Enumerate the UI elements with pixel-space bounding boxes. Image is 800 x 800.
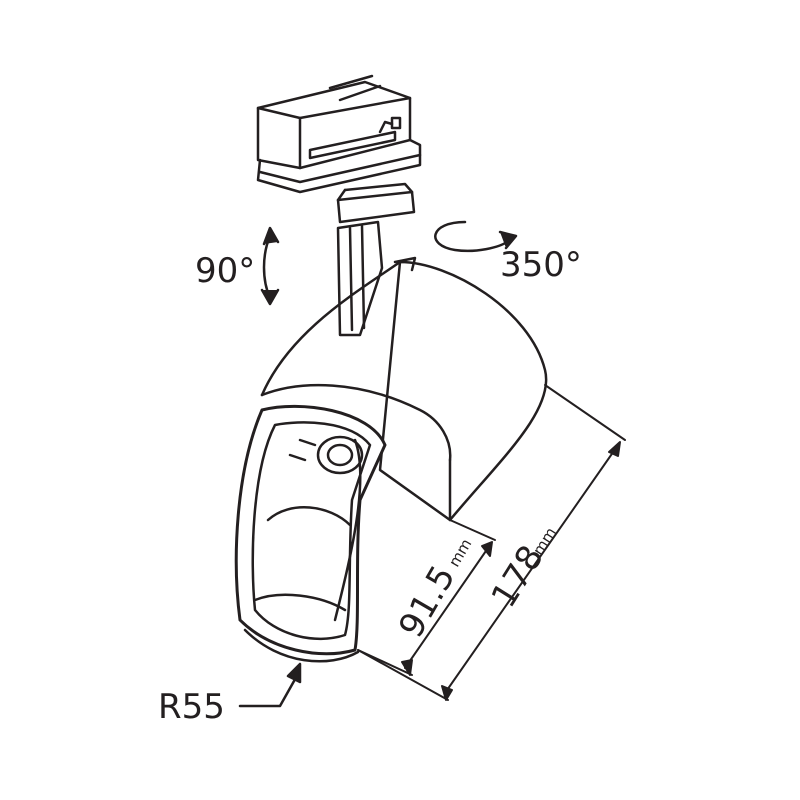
radius-label: R55 bbox=[158, 687, 225, 727]
rotation-angle-label: 350° bbox=[500, 245, 582, 285]
short-dimension-value: 91.5 bbox=[391, 559, 463, 645]
track-adapter bbox=[256, 74, 422, 194]
tilt-angle-label: 90° bbox=[195, 251, 255, 291]
swivel-joint bbox=[336, 182, 416, 224]
front-bezel bbox=[234, 404, 387, 663]
radius-leader bbox=[238, 662, 302, 708]
mounting-arm bbox=[336, 220, 384, 337]
dimension-lines bbox=[357, 384, 626, 701]
rotation-arrow bbox=[434, 220, 518, 253]
short-dimension-unit: mm bbox=[445, 536, 475, 570]
tilt-arrow bbox=[260, 226, 280, 306]
lamp-body bbox=[260, 256, 548, 522]
